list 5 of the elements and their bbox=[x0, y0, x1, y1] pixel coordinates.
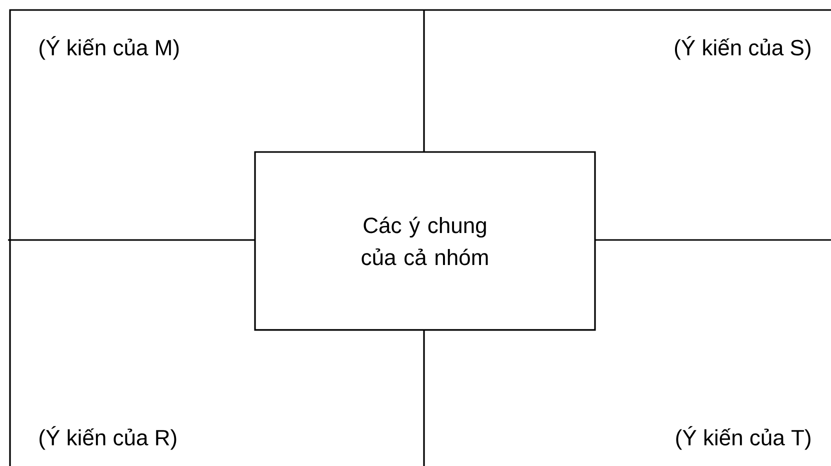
quadrant-label: (Ý kiến của T) bbox=[676, 426, 810, 450]
quadrant-label: (Ý kiến của S) bbox=[675, 36, 810, 60]
process-box: Các ý chung của cả nhóm bbox=[254, 151, 596, 331]
quadrant-label: (Ý kiến của M) bbox=[40, 36, 179, 60]
quadrant-label: (Ý kiến của R) bbox=[40, 426, 176, 450]
